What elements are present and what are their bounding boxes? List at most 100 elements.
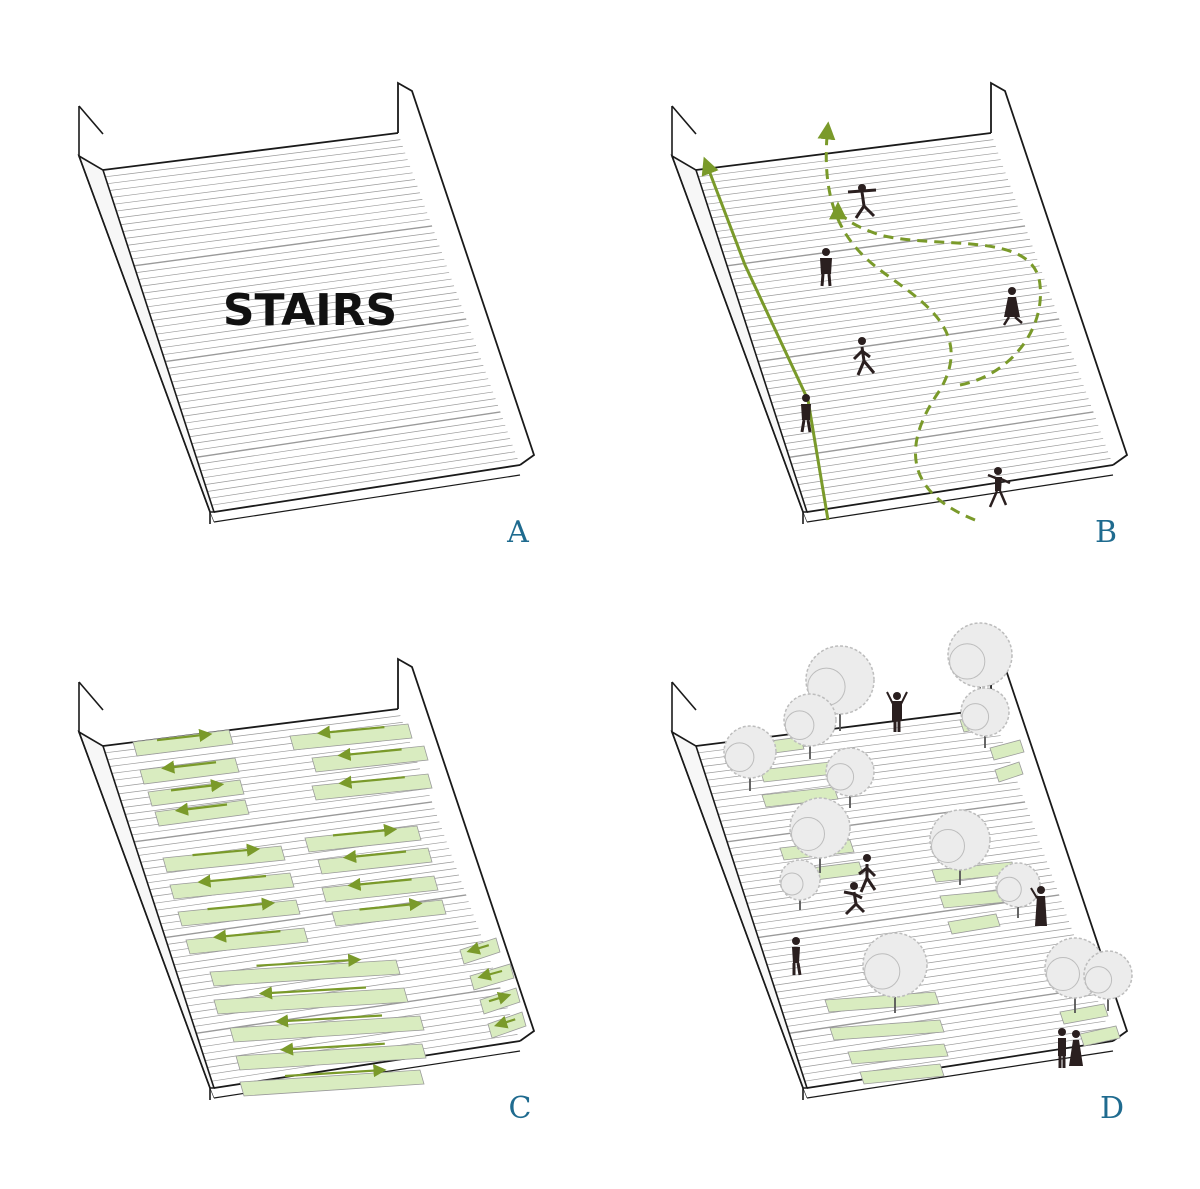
stair-step-line: [160, 305, 462, 349]
stair-step-line: [158, 298, 460, 342]
stair-step-line: [196, 987, 501, 1034]
stair-step-line: [720, 781, 1018, 822]
stair-step-line: [747, 285, 1048, 328]
top-edge: [102, 132, 399, 171]
top-edge: [695, 132, 992, 171]
stair-step-line: [171, 338, 474, 383]
planter-fill: [139, 757, 240, 785]
stair-step-line: [147, 265, 447, 308]
direction-arrow: [161, 760, 217, 774]
stair-step-line: [798, 438, 1104, 485]
tree-canopy: [791, 817, 825, 851]
direction-arrow: [258, 986, 367, 1000]
panel-letter-c: C: [509, 1091, 532, 1126]
direction-arrow: [337, 747, 402, 761]
stair-floor: [696, 133, 1113, 512]
stair-step-line: [700, 145, 996, 185]
planter-strip: [304, 823, 422, 853]
stair-step-line: [722, 788, 1021, 829]
terrace-planter: [947, 913, 1001, 935]
stair-step-line: [718, 775, 1016, 815]
direction-arrow: [192, 843, 261, 857]
planter-strip: [317, 847, 433, 875]
stair-step-line: [702, 152, 999, 191]
stair-step-line: [176, 927, 479, 973]
stair-step-line: [111, 159, 408, 198]
stair-step-line: [789, 987, 1094, 1034]
stair-step-line: [780, 960, 1084, 1007]
direction-arrow: [359, 897, 423, 912]
stair-step-line: [784, 398, 1089, 444]
person-figure: [820, 248, 832, 287]
stair-step-line: [726, 801, 1026, 843]
tree-canopy: [947, 622, 1013, 688]
stair-step-line: [142, 252, 442, 294]
tree-canopy: [1084, 966, 1113, 994]
direction-arrow: [493, 1015, 516, 1029]
stair-step-line: [764, 338, 1067, 383]
stair-step-line: [162, 311, 464, 356]
planter-strip: [169, 872, 295, 900]
planter-strip: [469, 963, 515, 991]
stair-step-line: [740, 265, 1040, 308]
stair-step-line: [729, 232, 1028, 273]
planter-strip: [487, 1011, 527, 1039]
stair-step-line: [704, 159, 1001, 198]
stair-step-line: [800, 444, 1106, 492]
stair-step-line: [140, 245, 440, 287]
planter-strips: [132, 723, 527, 1097]
top-rail-left: [78, 681, 104, 711]
right-wall: [397, 81, 536, 466]
tree-canopy: [783, 693, 837, 747]
tree-canopy: [724, 742, 755, 773]
planter-strip: [154, 799, 250, 827]
stair-step-line: [205, 1014, 511, 1061]
stair-step-line: [793, 424, 1099, 472]
tree-canopy: [949, 643, 986, 680]
tree: [825, 747, 875, 808]
stair-step-line: [782, 391, 1087, 438]
stair-step-line: [156, 292, 457, 335]
direction-arrow: [197, 874, 267, 888]
stair-block-b: [670, 81, 1129, 524]
planter-strip: [177, 897, 301, 927]
stair-step-line: [165, 318, 467, 363]
stair-step-line: [760, 325, 1062, 369]
direct-path-arrow: [701, 156, 830, 521]
person-figure: [852, 337, 876, 376]
panel-b: B: [670, 81, 1129, 550]
tree: [995, 862, 1041, 918]
stair-step-line: [766, 345, 1070, 390]
bottom-base: [806, 1050, 1114, 1099]
planter-strip: [209, 953, 401, 987]
meandering-path-arrow: [817, 121, 976, 522]
top-rail-left: [671, 105, 697, 135]
tree-canopy: [826, 763, 855, 791]
stair-step-line: [180, 365, 484, 410]
planter-strip: [147, 779, 245, 807]
stair-step-line: [733, 245, 1033, 287]
terrace-planter: [761, 786, 839, 808]
tree: [960, 687, 1010, 748]
tree: [862, 932, 928, 1013]
planter-strip: [132, 728, 234, 757]
stair-step-line: [133, 225, 433, 267]
terrace-planter: [829, 1019, 945, 1041]
tree-canopy: [723, 725, 777, 779]
stair-step-line: [720, 205, 1018, 246]
tree-canopy: [780, 872, 804, 896]
planter-strip: [239, 1064, 425, 1097]
panel-a: STAIRS A: [77, 81, 536, 550]
stair-step-line: [711, 179, 1009, 219]
wandering-path-arrow: [829, 201, 1042, 387]
planter-strip: [185, 927, 309, 955]
stair-step-line: [713, 185, 1011, 226]
stair-step-line: [122, 192, 421, 232]
stair-step-line: [149, 272, 450, 314]
stair-step-line: [176, 351, 479, 397]
planter-fill: [154, 799, 250, 827]
direction-arrow: [466, 941, 490, 955]
terrace-planter: [994, 761, 1024, 783]
stair-step-line: [145, 258, 445, 301]
